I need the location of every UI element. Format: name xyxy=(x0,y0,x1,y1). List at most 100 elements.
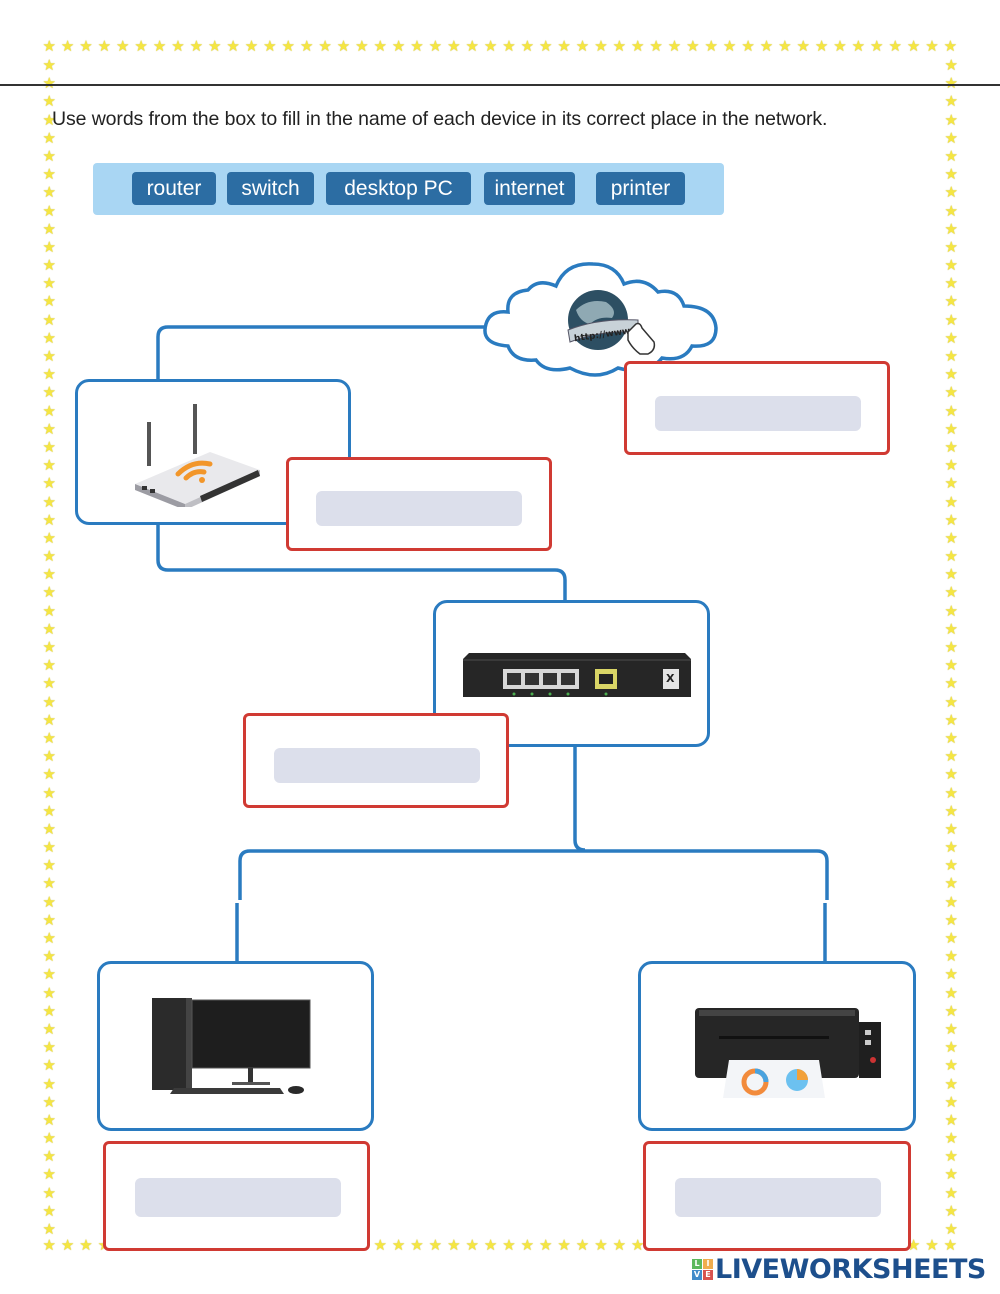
star-icon: ★ xyxy=(944,492,958,511)
star-icon: ★ xyxy=(79,1236,93,1254)
word-bank: router switch desktop PC internet printe… xyxy=(93,163,724,215)
star-icon: ★ xyxy=(944,292,958,311)
star-border-left: ★★★★★★★★★★★★★★★★★★★★★★★★★★★★★★★★★★★★★★★★… xyxy=(40,56,58,1238)
star-icon: ★ xyxy=(944,456,958,475)
star-icon: ★ xyxy=(373,37,387,55)
star-icon: ★ xyxy=(42,1056,56,1075)
star-icon: ★ xyxy=(557,37,571,55)
star-icon: ★ xyxy=(686,37,700,55)
star-icon: ★ xyxy=(943,37,958,55)
star-icon: ★ xyxy=(152,37,167,55)
star-icon: ★ xyxy=(520,1236,535,1254)
star-icon: ★ xyxy=(42,492,56,511)
star-icon: ★ xyxy=(42,1038,56,1057)
star-icon: ★ xyxy=(42,256,56,275)
star-icon: ★ xyxy=(944,638,958,656)
star-icon: ★ xyxy=(944,146,958,165)
connector-internet-router xyxy=(156,325,490,382)
star-icon: ★ xyxy=(944,383,958,402)
star-icon: ★ xyxy=(944,528,958,547)
star-icon: ★ xyxy=(944,474,958,493)
star-icon: ★ xyxy=(42,1201,56,1220)
device-box-printer xyxy=(638,961,916,1131)
star-icon: ★ xyxy=(42,383,56,402)
star-icon: ★ xyxy=(944,710,958,729)
star-icon: ★ xyxy=(42,929,56,947)
star-icon: ★ xyxy=(814,37,829,55)
star-icon: ★ xyxy=(944,1074,958,1093)
star-icon: ★ xyxy=(888,37,902,55)
star-icon: ★ xyxy=(944,674,958,693)
star-icon: ★ xyxy=(944,1110,958,1129)
star-icon: ★ xyxy=(263,37,277,55)
star-icon: ★ xyxy=(42,1001,56,1020)
star-icon: ★ xyxy=(447,37,461,55)
star-icon: ★ xyxy=(42,1110,56,1129)
star-icon: ★ xyxy=(944,165,958,184)
star-icon: ★ xyxy=(391,37,406,55)
star-icon: ★ xyxy=(42,219,56,238)
star-icon: ★ xyxy=(944,365,958,384)
star-icon: ★ xyxy=(42,183,56,202)
word-chip-internet[interactable]: internet xyxy=(484,172,575,205)
star-icon: ★ xyxy=(42,747,56,766)
answer-field-router[interactable] xyxy=(316,491,522,526)
instruction-text: Use words from the box to fill in the na… xyxy=(52,108,828,130)
star-icon: ★ xyxy=(944,419,958,438)
star-icon: ★ xyxy=(944,110,958,129)
answer-field-printer[interactable] xyxy=(675,1178,881,1217)
star-icon: ★ xyxy=(539,37,553,55)
star-icon: ★ xyxy=(42,710,56,729)
star-icon: ★ xyxy=(42,1074,56,1093)
star-icon: ★ xyxy=(336,37,351,55)
star-icon: ★ xyxy=(594,37,608,55)
star-icon: ★ xyxy=(906,37,921,55)
answer-box-desktop xyxy=(103,1141,370,1251)
star-icon: ★ xyxy=(244,37,259,55)
star-icon: ★ xyxy=(116,37,130,55)
star-icon: ★ xyxy=(42,819,56,838)
star-icon: ★ xyxy=(870,37,884,55)
star-icon: ★ xyxy=(925,1236,939,1254)
word-chip-switch[interactable]: switch xyxy=(227,172,314,205)
star-icon: ★ xyxy=(410,37,424,55)
star-icon: ★ xyxy=(778,37,792,55)
star-icon: ★ xyxy=(42,874,56,893)
star-icon: ★ xyxy=(42,619,56,638)
answer-box-internet xyxy=(624,361,890,455)
answer-field-switch[interactable] xyxy=(274,748,480,783)
star-icon: ★ xyxy=(925,37,939,55)
star-icon: ★ xyxy=(557,1236,571,1254)
word-chip-printer[interactable]: printer xyxy=(596,172,685,205)
star-icon: ★ xyxy=(42,456,56,475)
star-icon: ★ xyxy=(79,37,93,55)
star-icon: ★ xyxy=(42,692,56,711)
star-icon: ★ xyxy=(42,983,56,1002)
star-icon: ★ xyxy=(944,1129,958,1148)
star-icon: ★ xyxy=(502,37,516,55)
star-icon: ★ xyxy=(428,37,443,55)
star-icon: ★ xyxy=(944,783,958,802)
star-icon: ★ xyxy=(42,437,56,456)
star-icon: ★ xyxy=(40,74,58,92)
answer-field-desktop[interactable] xyxy=(135,1178,341,1217)
word-chip-router[interactable]: router xyxy=(132,172,216,205)
star-icon: ★ xyxy=(42,1147,56,1166)
star-icon: ★ xyxy=(42,910,56,929)
star-icon: ★ xyxy=(943,1236,958,1254)
star-icon: ★ xyxy=(944,1019,958,1038)
star-icon: ★ xyxy=(575,37,590,55)
answer-box-router xyxy=(286,457,552,551)
star-icon: ★ xyxy=(944,1092,958,1111)
word-chip-desktop-pc[interactable]: desktop PC xyxy=(326,172,471,205)
star-icon: ★ xyxy=(42,292,56,311)
star-icon: ★ xyxy=(944,510,958,529)
star-icon: ★ xyxy=(42,274,56,293)
star-icon: ★ xyxy=(465,1236,479,1254)
star-icon: ★ xyxy=(944,1183,958,1202)
answer-field-internet[interactable] xyxy=(655,396,861,431)
star-icon: ★ xyxy=(575,1236,590,1254)
star-icon: ★ xyxy=(42,638,56,656)
star-icon: ★ xyxy=(355,37,369,55)
